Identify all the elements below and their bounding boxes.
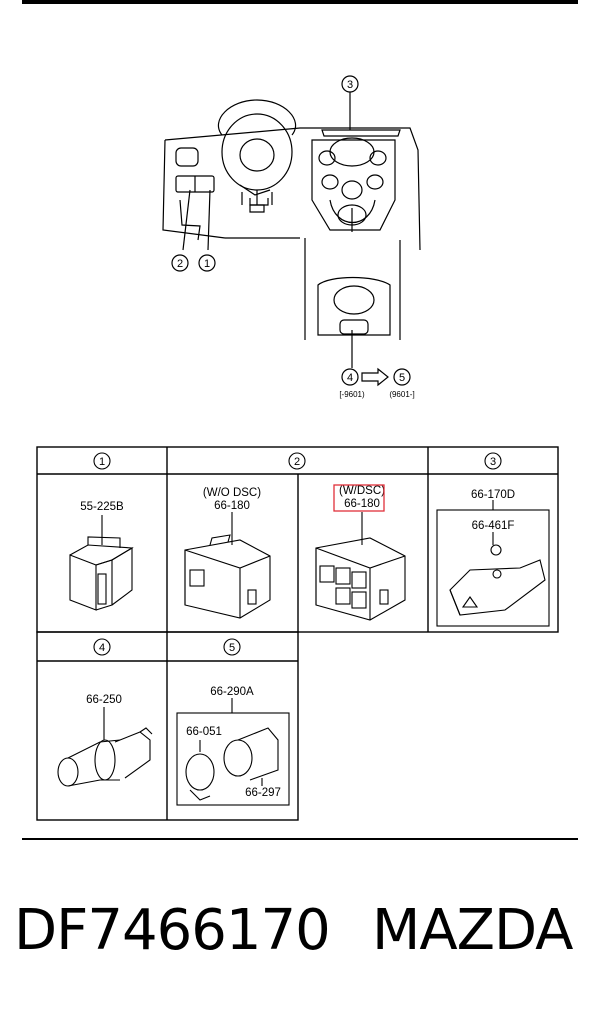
- switch-55-225b-drawing: [69, 515, 134, 611]
- brand-label: MAZDA: [372, 898, 573, 963]
- callout-2-label: 2: [177, 258, 183, 270]
- arrow-right-icon: [361, 367, 389, 387]
- header-label-4: 4: [99, 642, 105, 654]
- header-label-5: 5: [229, 642, 235, 654]
- cell4-part-number: 66-170D: [471, 489, 515, 501]
- callout-3-label: 3: [347, 79, 353, 91]
- callout-1: [198, 254, 216, 272]
- header-label-1: 1: [99, 456, 105, 468]
- top-rule: [22, 0, 578, 4]
- cell1-part-number: 55-225B: [80, 501, 124, 513]
- callout-1-label: 1: [204, 258, 210, 270]
- header-callout-4: [93, 638, 111, 656]
- socket-assembly-drawing: [176, 698, 290, 806]
- header-callout-5: [223, 638, 241, 656]
- callout-5: [393, 368, 411, 386]
- header-callout-2: [288, 452, 306, 470]
- hazard-triangle-icon: [461, 596, 479, 608]
- part-number-label: DF7466170: [14, 898, 331, 963]
- callout-5-label: 5: [399, 372, 405, 384]
- hazard-switch-drawing: [436, 500, 550, 627]
- header-callout-3: [484, 452, 502, 470]
- callout-2: [171, 254, 189, 272]
- cell2-variant: (W/O DSC): [203, 487, 261, 499]
- highlight-box: [333, 484, 385, 512]
- cell2-part-number: 66-180: [214, 500, 250, 512]
- date-range-to: (9601-]: [389, 390, 414, 399]
- bottom-rule: [22, 838, 578, 840]
- scene-callouts: [171, 75, 411, 387]
- callout-4: [341, 368, 359, 386]
- cell4-sub-part: 66-461F: [472, 520, 515, 532]
- header-label-3: 3: [490, 456, 496, 468]
- cell6-part-number: 66-290A: [210, 686, 254, 698]
- cell6-sub-part-1: 66-051: [186, 726, 222, 738]
- callout-4-label: 4: [347, 372, 353, 384]
- dashboard-illustration: [162, 99, 421, 368]
- cell3-part-number: 66-180: [344, 498, 380, 510]
- parts-table: [36, 446, 559, 821]
- header-label-2: 2: [294, 456, 300, 468]
- cell6-sub-part-2: 66-297: [245, 787, 281, 799]
- switch-66-180-wo-dsc-drawing: [184, 512, 271, 619]
- switch-66-180-w-dsc-drawing: [315, 512, 406, 621]
- date-range-from: [-9601): [339, 390, 365, 399]
- header-callout-1: [93, 452, 111, 470]
- lighter-66-250-drawing: [57, 707, 153, 787]
- cell3-variant: (W/DSC): [339, 485, 385, 497]
- footer: DF7466170 MAZDA: [0, 888, 600, 978]
- cell5-part-number: 66-250: [86, 694, 122, 706]
